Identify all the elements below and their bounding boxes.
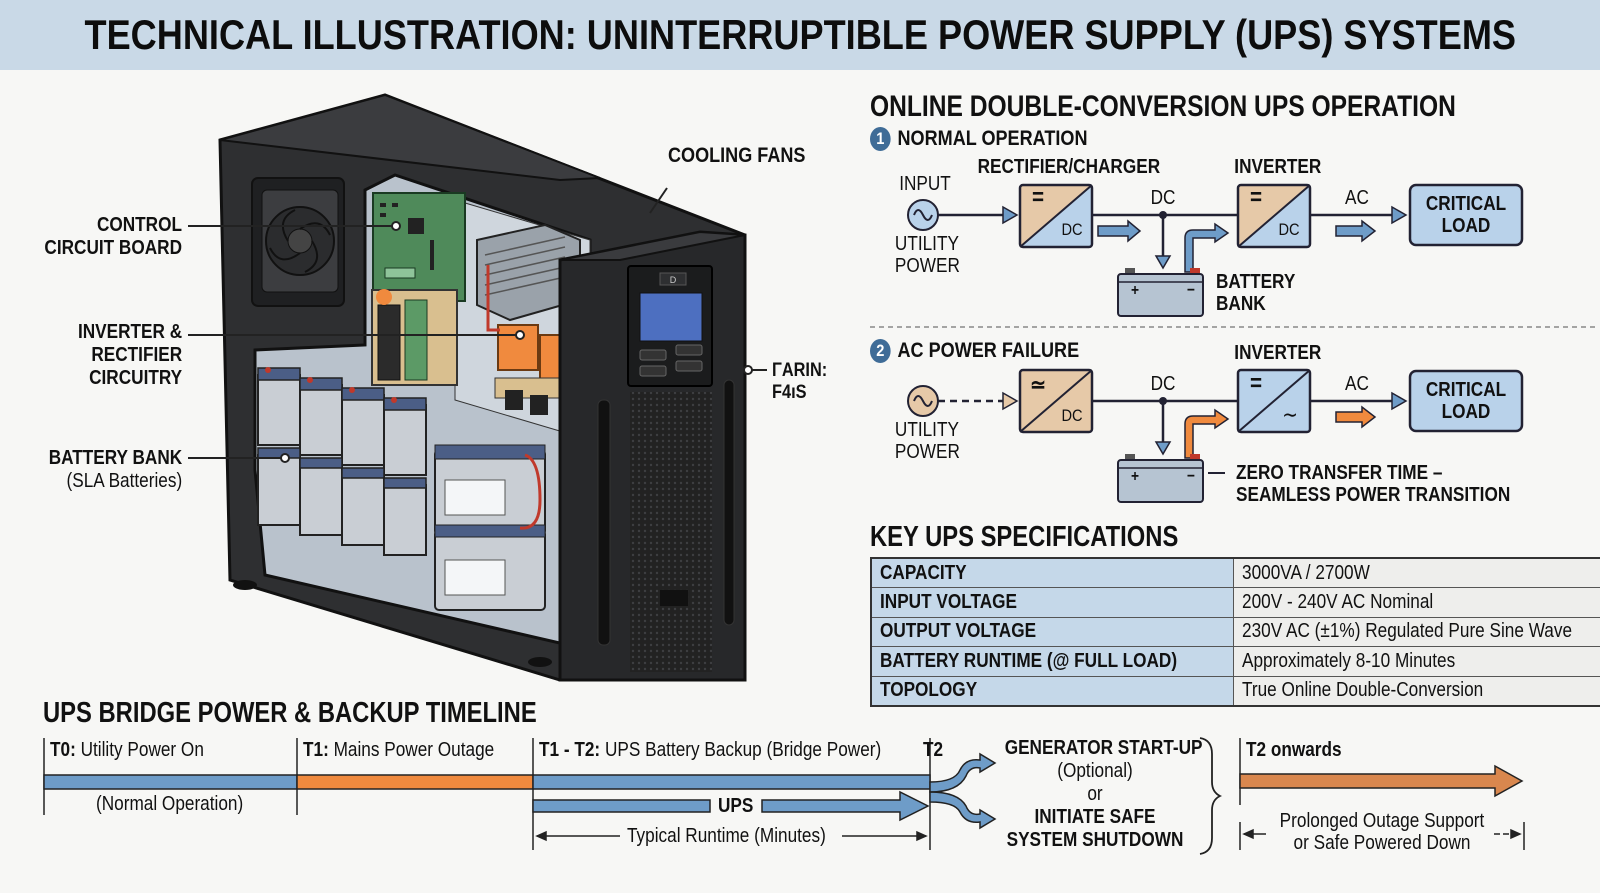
- operation-title: ONLINE DOUBLE-CONVERSION UPS OPERATION: [870, 90, 1456, 123]
- step-badge: 2: [870, 339, 891, 363]
- timeline-title: UPS BRIDGE POWER & BACKUP TIMELINE: [43, 697, 537, 729]
- spec-value: 3000VA / 2700W: [1233, 557, 1600, 588]
- ac-label-failure: AC: [1345, 373, 1369, 395]
- operation-diagram: [870, 183, 1595, 503]
- spec-value: True Online Double-Conversion: [1233, 675, 1600, 706]
- critical-load-box-failure: [1408, 369, 1524, 433]
- segment-battery-backup: [532, 774, 931, 790]
- spec-key: TOPOLOGY: [870, 675, 1235, 706]
- step-badge: 1: [870, 127, 891, 151]
- spec-row: BATTERY RUNTIME (@ FULL LOAD)Approximate…: [870, 646, 1600, 677]
- side-fan-icon: [251, 177, 345, 307]
- label-cooling-fans: COOLING FANS: [668, 144, 806, 167]
- rectifier-output-label-failure: DC: [1061, 406, 1083, 425]
- battery-plus-failure: +: [1130, 468, 1140, 485]
- normal-diagram: [907, 183, 1524, 317]
- segment-normal: [43, 774, 298, 790]
- ups-arrow: [761, 790, 930, 822]
- page-title: TECHNICAL ILLUSTRATION: UNINTERRUPTIBLE …: [84, 11, 1516, 58]
- rectifier-block: [1018, 183, 1094, 249]
- spec-key: INPUT VOLTAGE: [870, 587, 1235, 618]
- lcd-display: [639, 292, 703, 342]
- inverter-label: INVERTER: [1234, 156, 1322, 178]
- battery-bank: [257, 367, 546, 611]
- failure-diagram: [907, 368, 1524, 503]
- power-button-label: D: [670, 275, 677, 285]
- flow-arrow: [1097, 219, 1142, 243]
- prolonged-outage-label: Prolonged Outage Support or Safe Powered…: [1279, 810, 1485, 854]
- ups-label: UPS: [718, 795, 754, 817]
- dc-bus-label: DC: [1150, 187, 1176, 209]
- inverter-sine-symbol: ∼: [1282, 402, 1298, 427]
- label-battery-bank: BATTERY BANK (SLA Batteries): [48, 447, 182, 492]
- inverter-symbol-failure: =: [1249, 370, 1263, 397]
- rectifier-charger-label: RECTIFIER/CHARGER: [977, 156, 1161, 178]
- spec-key: BATTERY RUNTIME (@ FULL LOAD): [870, 646, 1235, 677]
- rectifier-symbol-failure: ≃: [1030, 372, 1046, 397]
- zero-transfer-note: ZERO TRANSFER TIME –SEAMLESS POWER TRANS…: [1236, 462, 1511, 506]
- spec-key: OUTPUT VOLTAGE: [870, 616, 1235, 647]
- t1-label: T1: Mains Power Outage: [303, 739, 495, 761]
- runtime-label: Typical Runtime (Minutes): [627, 825, 826, 847]
- battery-flow-arrow: [1184, 222, 1230, 273]
- ac-failure-heading: 2 AC POWER FAILURE: [870, 339, 1079, 363]
- spec-key: CAPACITY: [870, 557, 1235, 588]
- t2-onwards-arrow: [1239, 764, 1524, 798]
- t2-label: T2: [923, 739, 944, 761]
- ups-illustration: D: [188, 93, 767, 682]
- timeline-graphic: [43, 737, 1525, 855]
- inverter-block: [1236, 183, 1312, 249]
- title-banner: TECHNICAL ILLUSTRATION: UNINTERRUPTIBLE …: [0, 0, 1600, 70]
- heatsink: [476, 223, 581, 322]
- inverter-rectifier-board: [371, 289, 458, 386]
- bracket: [1199, 737, 1223, 855]
- ups-front-panel: D: [558, 230, 747, 682]
- t2-outcomes: GENERATOR START-UP (Optional) or INITIAT…: [1004, 737, 1203, 851]
- t2-onwards-label: T2 onwards: [1246, 739, 1342, 761]
- inverter-symbol: =: [1249, 184, 1263, 211]
- input-label: INPUT: [899, 173, 951, 195]
- critical-load-box: [1408, 183, 1524, 247]
- t0-label: T0: Utility Power On: [50, 739, 204, 761]
- t1-t2-label: T1 - T2: UPS Battery Backup (Bridge Powe…: [539, 739, 882, 761]
- t0-sublabel: (Normal Operation): [96, 793, 244, 815]
- battery-discharge-arrow: [1184, 408, 1230, 459]
- rectifier-symbol: =: [1031, 184, 1045, 211]
- branch-arrow-generator: [929, 752, 997, 793]
- ac-label: AC: [1345, 187, 1369, 209]
- normal-operation-heading: 1 NORMAL OPERATION: [870, 127, 1087, 151]
- battery-icon: [1117, 268, 1204, 317]
- inverter-output-label: DC: [1278, 220, 1300, 239]
- leader-cooling-fans: [649, 187, 668, 214]
- inverter-label-failure: INVERTER: [1234, 342, 1322, 364]
- label-front-panel: ΓARIN:F4ıS: [772, 360, 828, 403]
- battery-minus-failure: −: [1186, 468, 1196, 485]
- segment-outage: [296, 774, 534, 790]
- vent-grill: [630, 392, 712, 672]
- dc-bus-label-failure: DC: [1150, 373, 1176, 395]
- specs-title: KEY UPS SPECIFICATIONS: [870, 521, 1179, 553]
- battery-plus: +: [1130, 282, 1140, 299]
- spec-value: 200V - 240V AC Nominal: [1233, 587, 1600, 618]
- control-circuit-board: [372, 192, 466, 302]
- spec-value: Approximately 8-10 Minutes: [1233, 646, 1600, 677]
- rectifier-output-label: DC: [1061, 220, 1083, 239]
- battery-icon-failure: [1117, 454, 1204, 503]
- spec-value: 230V AC (±1%) Regulated Pure Sine Wave: [1233, 616, 1600, 647]
- battery-minus: −: [1186, 282, 1196, 299]
- branch-arrow-shutdown: [929, 791, 997, 830]
